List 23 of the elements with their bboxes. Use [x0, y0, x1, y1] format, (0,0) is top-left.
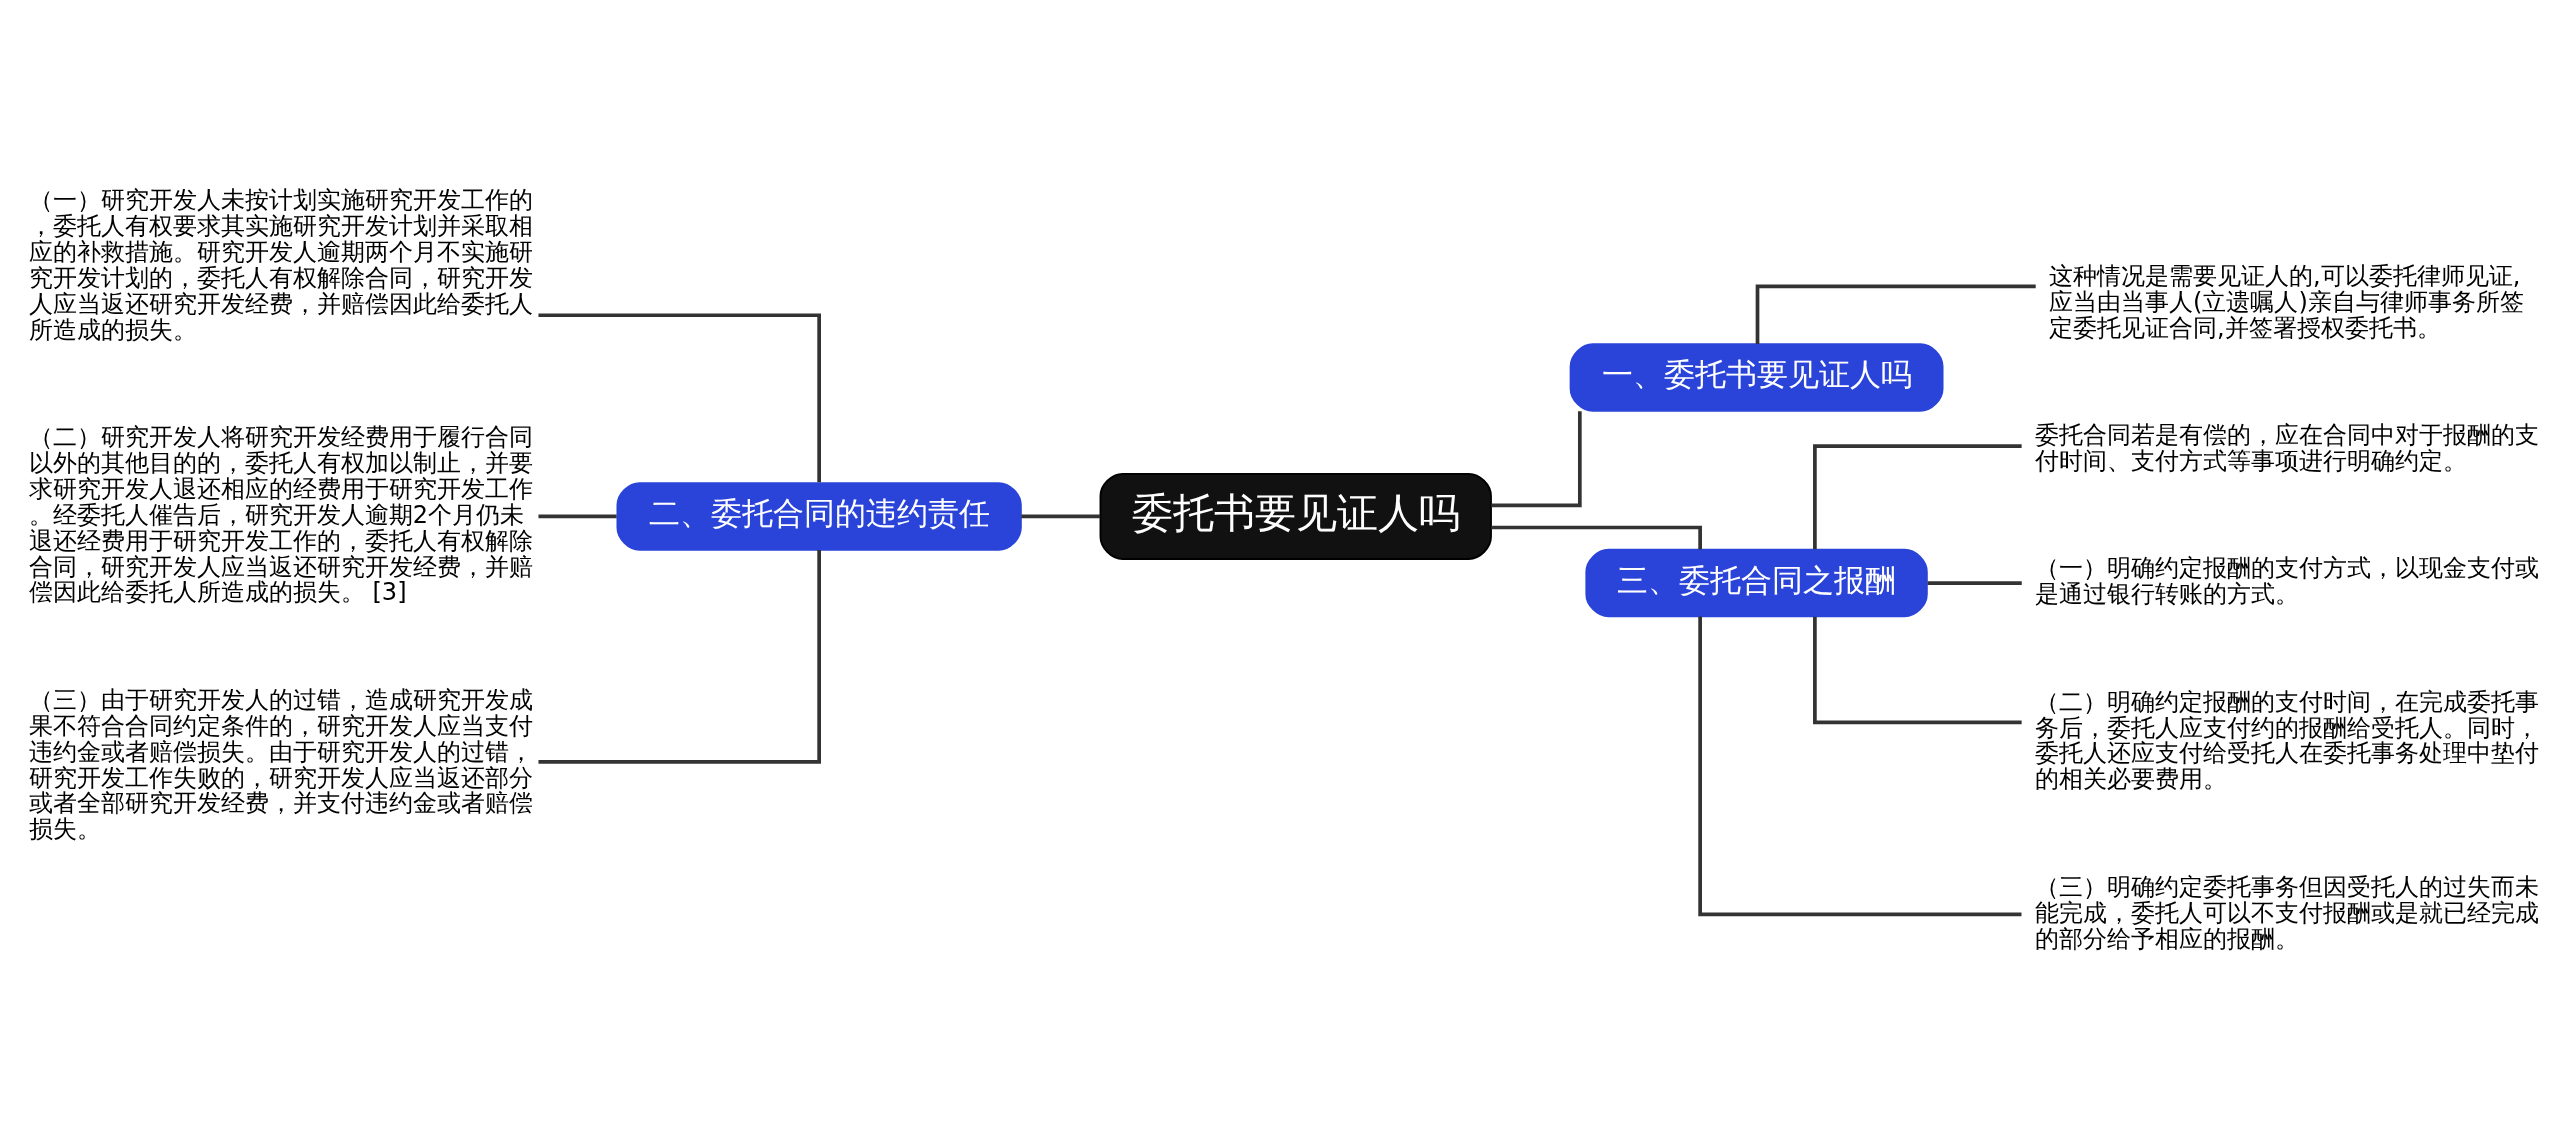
node-text: （一）明确约定报酬的支付方式，以现金支付或是通过银行转账的方式。: [2035, 554, 2540, 609]
connector: [538, 313, 821, 483]
connector: [538, 514, 617, 519]
node-text: （二）明确约定报酬的支付时间，在完成委托事务后，委托人应支付约的报酬给受托人。同时，委托人还应支付给受托人在委托事务处理中垫付的相关必要费用。: [2035, 687, 2540, 794]
node-text: （三）明确约定委托事务但因受托人的过失而未能完成，委托人可以不支付报酬或是就已经完成的部分给予相应的报酬。: [2035, 872, 2540, 953]
node-box: 二、委托合同的违约责任: [616, 482, 1022, 551]
node-text: （三）由于研究开发人的过错，造成研究开发成果不符合合同约定条件的，研究开发人应当支付违约金或者赔偿损失。由于研究开发人的过错，研究开发工作失败的，研究开发人应当返还部分或者全部研究开发经费，并支付违约金或者赔偿损失。: [28, 685, 533, 844]
node-box: 委托书要见证人吗: [1099, 472, 1492, 560]
node-box: 一、委托书要见证人吗: [1569, 343, 1944, 412]
connector: [538, 550, 821, 764]
connector: [1491, 525, 1702, 550]
node-text: 委托合同若是有偿的，应在合同中对于报酬的支付时间、支付方式等事项进行明确约定。: [2035, 421, 2540, 476]
connector: [1813, 444, 2022, 550]
node-box: 三、委托合同之报酬: [1585, 548, 1928, 618]
connector: [1755, 284, 2036, 345]
node-text: （二）研究开发人将研究开发经费用于履行合同以外的其他目的的，委托人有权加以制止，并要求研究开发人退还相应的经费用于研究开发工作。经委托人催告后，研究开发人逾期2个月仍未退还经费用于研究开发工作的，委托人有权解除合同，研究开发人应当返还研究开发经费，并赔偿因此给委托人所造成的损失。 [3]: [28, 422, 533, 607]
node-text: 这种情况是需要见证人的,可以委托律师见证,应当由当事人(立遗嘱人)亲自与律师事务所签定委托见证合同,并签署授权委托书。: [2049, 261, 2524, 342]
node-text: （一）研究开发人未按计划实施研究开发工作的，委托人有权要求其实施研究开发计划并采取相应的补救措施。研究开发人逾期两个月不实施研究开发计划的，委托人有权解除合同，研究开发人应当返还研究开发经费，并赔偿因此给委托人所造成的损失。: [28, 186, 533, 344]
connector: [1698, 616, 2022, 917]
connector: [1491, 411, 1582, 508]
connector: [1813, 616, 2022, 725]
connector: [1021, 514, 1101, 519]
connector: [1927, 581, 2022, 585]
